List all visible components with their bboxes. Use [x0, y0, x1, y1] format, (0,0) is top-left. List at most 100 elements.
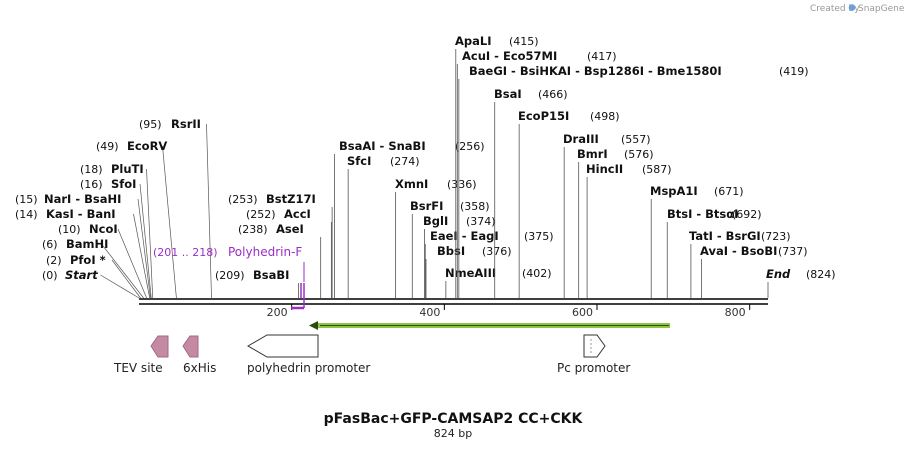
site-position: (402) — [522, 267, 552, 280]
site-position: (376) — [482, 245, 512, 258]
site-position: (2) — [46, 254, 62, 267]
site-name[interactable]: TatI - BsrGI — [689, 229, 761, 243]
site-position: (419) — [779, 65, 809, 78]
primer-range: (201 .. 218) — [153, 246, 218, 259]
site-name[interactable]: AvaI - BsoBI — [700, 244, 777, 258]
orf-arrowhead-icon — [309, 321, 318, 330]
site-position: (417) — [587, 50, 617, 63]
site-name[interactable]: NmeAIII — [445, 266, 496, 280]
watermark-prefix: Created by — [810, 4, 860, 14]
site-position: (95) — [139, 118, 162, 131]
site-position: (256) — [455, 140, 485, 153]
site-connector — [139, 183, 152, 299]
site-position: (18) — [80, 163, 103, 176]
site-connector — [117, 228, 147, 299]
site-name[interactable]: AcuI - Eco57MI — [462, 49, 557, 63]
site-name[interactable]: EcoP15I — [518, 109, 569, 123]
site-connector — [146, 168, 154, 299]
map-title: pFasBac+GFP-CAMSAP2 CC+CKK — [324, 411, 584, 427]
site-position: (358) — [460, 200, 490, 213]
axis-tick-label: 200 — [267, 306, 288, 319]
site-name[interactable]: Start — [65, 268, 98, 282]
site-position: (49) — [96, 140, 119, 153]
site-name[interactable]: BsaI — [494, 87, 522, 101]
site-name[interactable]: DraIII — [563, 132, 599, 146]
site-name[interactable]: BsaAI - SnaBI — [339, 139, 426, 153]
feature-label-polyhedrin: polyhedrin promoter — [247, 361, 370, 375]
pc-promoter-arrow-icon — [583, 334, 606, 358]
axis-tick-label: 400 — [419, 306, 440, 319]
site-name[interactable]: End — [766, 267, 791, 281]
site-position: (0) — [42, 269, 58, 282]
site-name[interactable]: SfcI — [347, 154, 371, 168]
site-connector — [100, 274, 140, 299]
site-name[interactable]: EaeI - EagI — [430, 229, 499, 243]
site-name[interactable]: BsrFI — [410, 199, 443, 213]
site-name[interactable]: PfoI * — [70, 253, 106, 267]
feature-label-pc: Pc promoter — [557, 361, 630, 375]
site-position: (374) — [466, 215, 496, 228]
site-name[interactable]: AccI — [284, 207, 311, 221]
site-position: (209) — [215, 269, 245, 282]
feature-label-tev: TEV site — [113, 361, 163, 375]
site-name[interactable]: BamHI — [66, 237, 108, 251]
site-name[interactable]: RsrII — [171, 117, 201, 131]
site-connector — [137, 198, 151, 299]
feature-label-his: 6xHis — [183, 361, 216, 375]
site-name[interactable]: BglI — [423, 214, 448, 228]
site-connector — [111, 259, 141, 299]
site-position: (737) — [778, 245, 808, 258]
site-name[interactable]: NarI - BsaHI — [44, 192, 121, 206]
map-length: 824 bp — [434, 427, 472, 440]
site-name[interactable]: BmrI — [577, 147, 608, 161]
site-position: (692) — [732, 208, 762, 221]
site-name[interactable]: PluTI — [111, 162, 144, 176]
site-name[interactable]: BbsI — [437, 244, 465, 258]
site-position: (14) — [15, 208, 38, 221]
site-position: (238) — [238, 223, 268, 236]
site-name[interactable]: ApaLI — [455, 34, 492, 48]
site-position: (498) — [590, 110, 620, 123]
site-name[interactable]: BtsI - BtsαI — [667, 207, 738, 221]
site-name[interactable]: NcoI — [89, 222, 118, 236]
site-position: (16) — [80, 178, 103, 191]
site-position: (824) — [806, 268, 836, 281]
snapgene-logo-icon — [848, 4, 856, 11]
site-position: (576) — [624, 148, 654, 161]
site-position: (252) — [246, 208, 276, 221]
site-connector — [101, 243, 144, 299]
site-name[interactable]: KasI - BanI — [46, 207, 116, 221]
site-name[interactable]: BsaBI — [253, 268, 289, 282]
axis-tick-label: 800 — [725, 306, 746, 319]
site-position: (253) — [228, 193, 258, 206]
site-position: (336) — [447, 178, 477, 191]
site-position: (587) — [642, 163, 672, 176]
site-position: (10) — [58, 223, 81, 236]
site-name[interactable]: BaeGI - BsiHKAI - Bsp1286I - Bme1580I — [469, 64, 722, 78]
restriction-sites: (0) Start(2) PfoI * (6) BamHI(10) NcoI (14) Kas… — [15, 34, 836, 299]
site-position: (6) — [42, 238, 58, 251]
site-connector — [162, 145, 177, 299]
axis-ticks: 200 400 600 800 — [267, 304, 751, 319]
site-position: (274) — [390, 155, 420, 168]
watermark-brand: SnapGene — [858, 4, 905, 14]
site-name[interactable]: BstZ17I — [266, 192, 316, 206]
site-name[interactable]: EcoRV — [127, 139, 167, 153]
site-position: (557) — [621, 133, 651, 146]
site-name[interactable]: XmnI — [395, 177, 428, 191]
primer-name: Polyhedrin-F — [228, 245, 302, 259]
site-position: (671) — [714, 185, 744, 198]
site-position: (375) — [524, 230, 554, 243]
site-connector — [206, 123, 212, 299]
polyhedrin-promoter-arrow-icon — [247, 334, 319, 358]
site-name[interactable]: SfoI — [111, 177, 136, 191]
site-connector — [133, 213, 151, 299]
site-position: (723) — [761, 230, 791, 243]
site-name[interactable]: AseI — [276, 222, 304, 236]
axis-tick-label: 600 — [572, 306, 593, 319]
site-name[interactable]: MspA1I — [650, 184, 698, 198]
site-position: (466) — [538, 88, 568, 101]
site-name[interactable]: HincII — [586, 162, 623, 176]
